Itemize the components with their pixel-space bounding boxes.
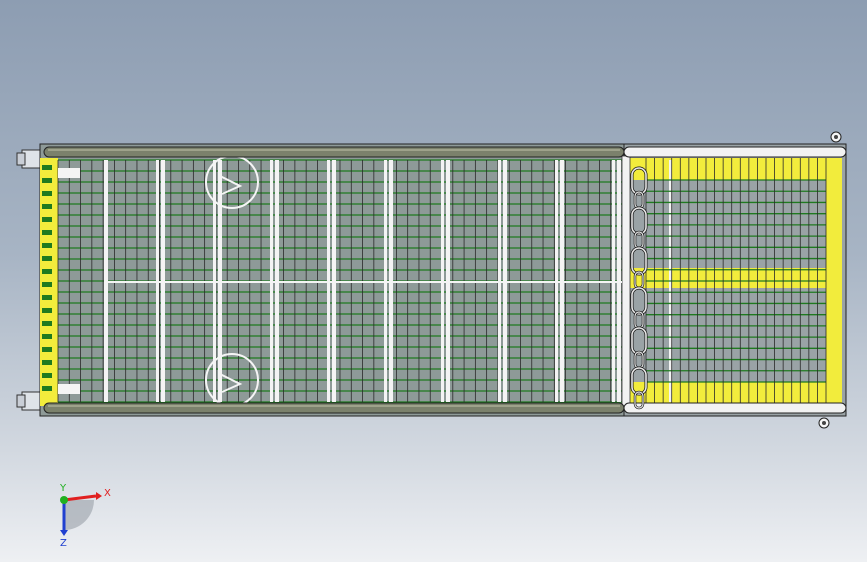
- x-axis-arrowhead: [96, 492, 102, 500]
- mesh-grid-right: [645, 158, 827, 404]
- chain-connector-highlight: [634, 391, 644, 409]
- chain-link-highlight: [631, 207, 647, 235]
- bolt-top-right: [830, 131, 842, 143]
- drive-chain: [630, 166, 648, 410]
- chain-link-highlight: [631, 327, 647, 355]
- strip-tick: [42, 230, 52, 235]
- strip-tick: [42, 217, 52, 222]
- model-assembly[interactable]: [16, 131, 847, 429]
- left-pin-bottom: [16, 391, 41, 411]
- strip-tick: [42, 334, 52, 339]
- x-axis-label: X: [104, 488, 111, 499]
- chain-link-highlight: [631, 287, 647, 315]
- coordinate-triad: X Y Z: [59, 483, 111, 549]
- strip-tick: [42, 256, 52, 261]
- z-axis-arrowhead: [60, 530, 68, 536]
- y-axis-label: Y: [59, 483, 67, 494]
- strip-tick: [42, 165, 52, 170]
- strip-tick: [42, 282, 52, 287]
- rail-top-right: [623, 146, 847, 158]
- bolt-bottom-right: [818, 417, 830, 429]
- yellow-strip-right-mid: [630, 268, 840, 288]
- rail-top-left: [43, 146, 625, 158]
- edge-block: [58, 384, 80, 394]
- strip-tick: [42, 347, 52, 352]
- yellow-strip-right-bottom: [630, 382, 840, 404]
- strip-tick: [42, 191, 52, 196]
- left-pin-top: [16, 149, 41, 169]
- strip-tick: [42, 386, 52, 391]
- z-axis-label: Z: [60, 538, 67, 549]
- strip-tick: [42, 178, 52, 183]
- edge-block: [58, 168, 80, 178]
- strip-tick: [42, 269, 52, 274]
- rail-bottom-left: [43, 402, 625, 414]
- section-divider: [621, 155, 631, 407]
- x-axis-arrow: [63, 494, 97, 502]
- chain-link-highlight: [631, 247, 647, 275]
- strip-tick: [42, 295, 52, 300]
- strip-tick: [42, 308, 52, 313]
- triad-shadow: [64, 500, 94, 530]
- yellow-strip-right-edge: [826, 158, 842, 406]
- strip-tick: [42, 373, 52, 378]
- yellow-strip-right-top: [630, 158, 840, 180]
- chain-link-highlight: [631, 367, 647, 395]
- rail-bottom-right: [623, 402, 847, 414]
- strip-tick: [42, 204, 52, 209]
- chain-link-highlight: [631, 167, 647, 195]
- strip-tick: [42, 243, 52, 248]
- strip-tick: [42, 360, 52, 365]
- y-axis-dot: [60, 496, 68, 504]
- strip-tick: [42, 321, 52, 326]
